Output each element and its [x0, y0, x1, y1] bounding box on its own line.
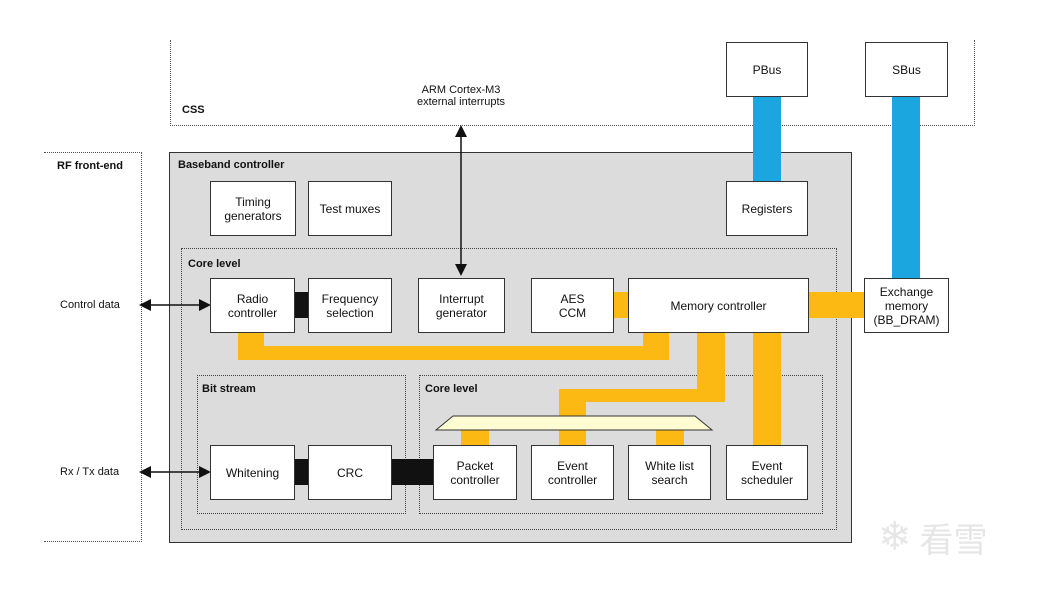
core-level-upper-region	[181, 248, 837, 530]
test-muxes-block: Test muxes	[308, 181, 392, 236]
memory-controller-block: Memory controller	[628, 278, 809, 333]
mem-sched-bus	[753, 332, 781, 445]
interrupt-generator-block: Interrupt generator	[418, 278, 505, 333]
event-scheduler-block: Event scheduler	[726, 445, 808, 500]
core-level-lower-region	[419, 375, 823, 514]
sbus-link	[892, 96, 920, 278]
css-label: CSS	[182, 104, 205, 116]
sbus-block: SBus	[865, 42, 948, 97]
arm-interrupts-label: ARM Cortex-M3 external interrupts	[416, 84, 506, 108]
white-list-search-block: White list search	[628, 445, 711, 500]
whitening-crc-link	[294, 459, 310, 485]
rf-frontend-label: RF front-end	[57, 160, 123, 172]
event-controller-block: Event controller	[531, 445, 614, 500]
bit-stream-label: Bit stream	[202, 383, 256, 395]
crc-block: CRC	[308, 445, 392, 500]
pbus-link	[753, 96, 781, 182]
pbus-block: PBus	[726, 42, 808, 97]
core-level-lower-label: Core level	[425, 383, 478, 395]
registers-block: Registers	[726, 181, 808, 236]
radio-mem-bus	[238, 332, 669, 360]
baseband-label: Baseband controller	[178, 159, 285, 171]
bit-stream-region	[197, 375, 406, 514]
control-data-label: Control data	[60, 299, 120, 311]
aes-mem-link	[614, 292, 630, 318]
radio-controller-block: Radio controller	[210, 278, 295, 333]
timing-generators-block: Timing generators	[210, 181, 296, 236]
mem-event-ctrl-bus	[559, 332, 725, 446]
mux-whitelist-link	[656, 430, 684, 446]
mem-exchange-link	[808, 292, 865, 318]
frequency-selection-block: Frequency selection	[308, 278, 392, 333]
watermark-text: 看雪	[919, 520, 988, 561]
core-level-upper-label: Core level	[188, 258, 241, 270]
rxtx-data-label: Rx / Tx data	[60, 466, 120, 478]
exchange-memory-block: Exchange memory (BB_DRAM)	[864, 278, 949, 333]
whitening-block: Whitening	[210, 445, 295, 500]
snowflake-icon: ❄	[878, 515, 912, 559]
rf-frontend-region	[44, 152, 142, 542]
packet-controller-block: Packet controller	[433, 445, 517, 500]
aes-ccm-block: AES CCM	[531, 278, 614, 333]
bus-mux	[434, 415, 714, 431]
radio-freq-link	[294, 292, 310, 318]
mux-packet-link	[461, 430, 489, 446]
crc-packet-link	[392, 459, 435, 485]
watermark: ❄ 看雪	[878, 512, 1038, 562]
css-region	[170, 40, 975, 126]
